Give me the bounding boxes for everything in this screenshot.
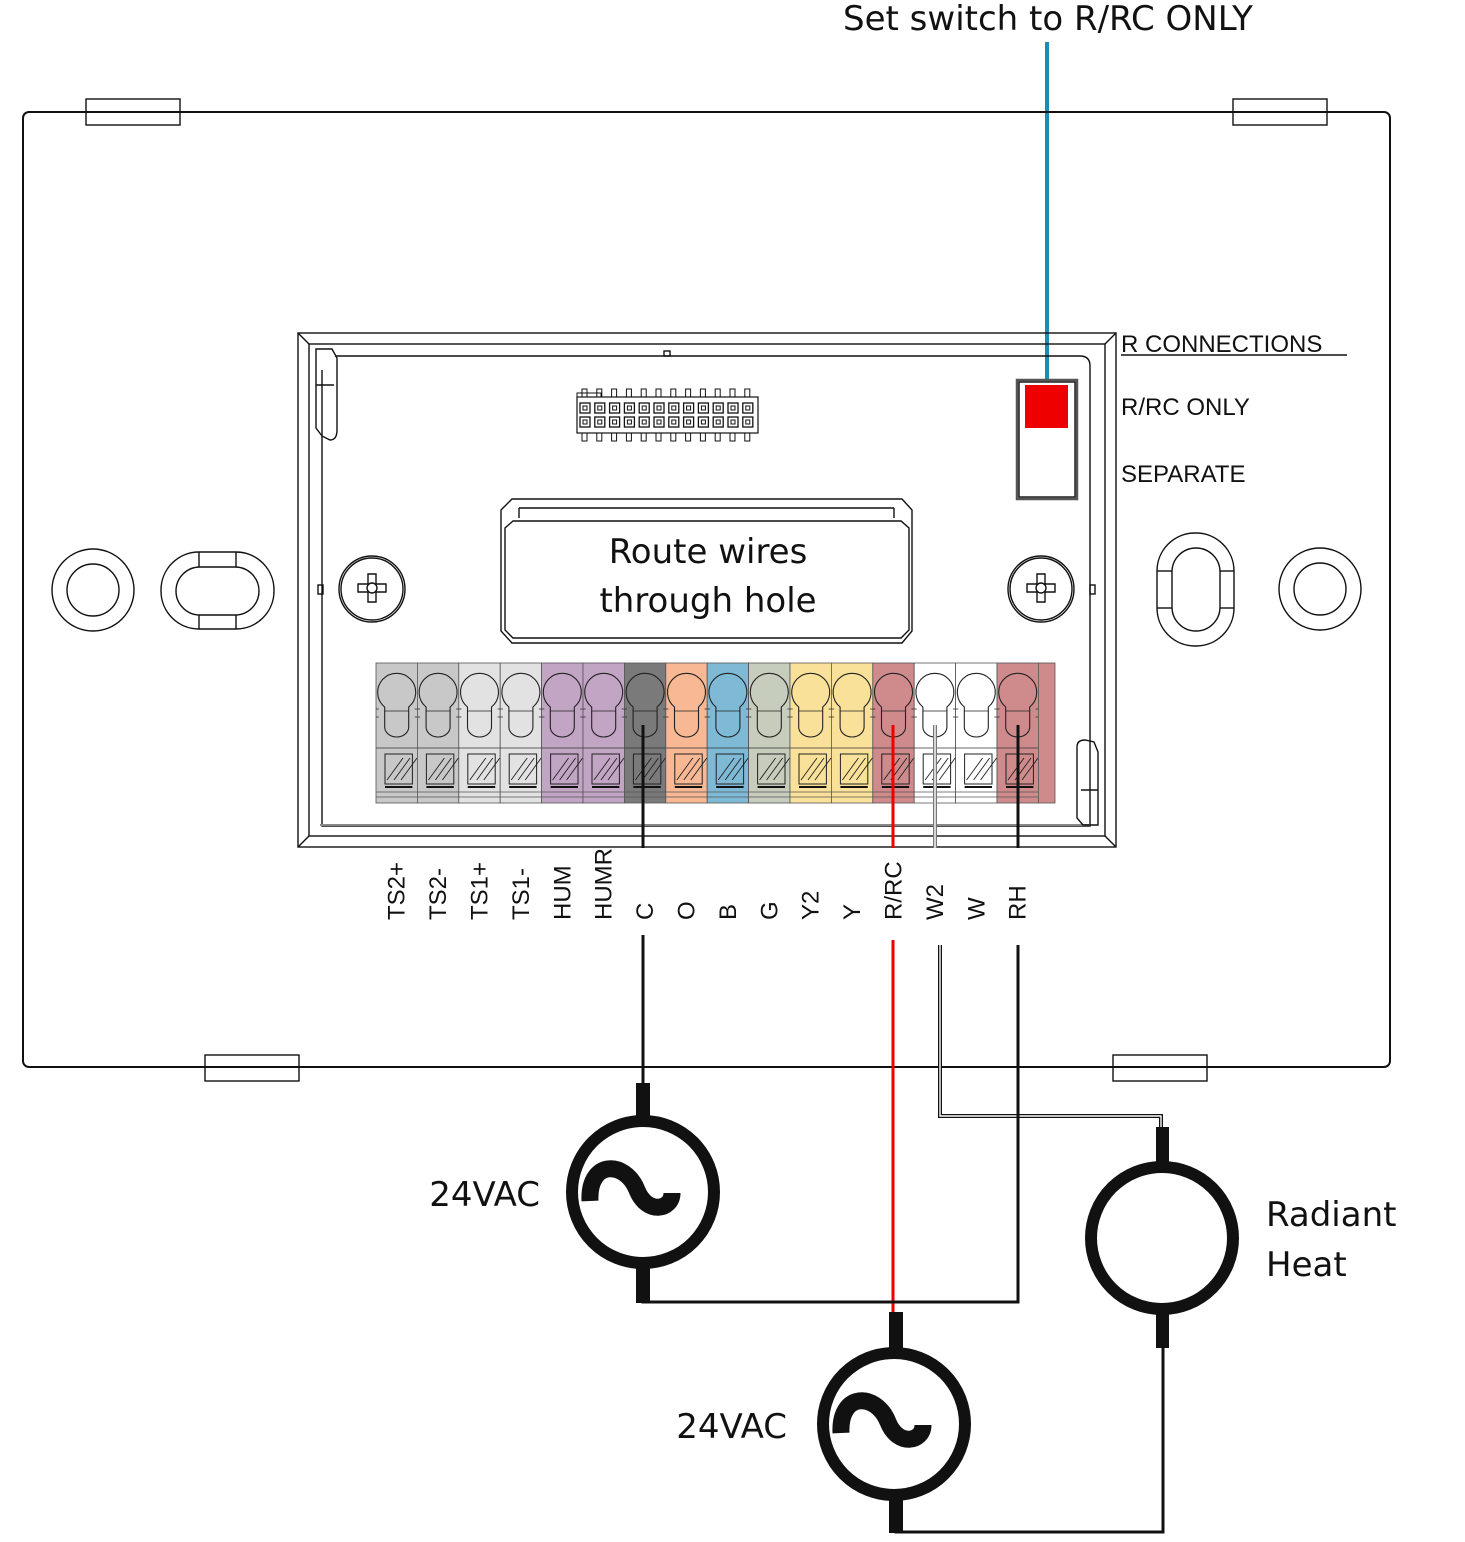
- header-pin: [638, 416, 650, 428]
- header-pin: [712, 416, 724, 428]
- terminal-b[interactable]: [706, 662, 750, 804]
- backplate-frame: [297, 332, 1117, 848]
- header-pin: [608, 416, 621, 428]
- terminal-label: Y: [839, 904, 866, 920]
- wall-plate: [22, 98, 1391, 1082]
- terminal-humr[interactable]: [582, 662, 625, 804]
- header-pin: [742, 402, 754, 414]
- terminal-label: O: [674, 901, 701, 920]
- route-wires-line1: Route wires: [609, 532, 808, 572]
- terminal-label: RH: [1005, 885, 1032, 920]
- header-pin: [594, 402, 606, 414]
- terminal-ts1-[interactable]: [458, 662, 501, 804]
- header-pin: [668, 402, 680, 414]
- wire-w2-lower: [938, 945, 1163, 1130]
- terminal-label: Y2: [798, 891, 825, 920]
- terminal-label: TS2+: [384, 862, 411, 920]
- right-round-mount-hole: [1278, 547, 1362, 631]
- terminal-r-rc[interactable]: [872, 662, 915, 804]
- terminal-w[interactable]: [955, 662, 998, 804]
- load-label-line1: Radiant: [1266, 1195, 1396, 1235]
- terminal-label: HUMR: [591, 848, 618, 920]
- top-left-tab: [85, 98, 181, 126]
- header-pin: [727, 402, 739, 414]
- header-pin: [697, 402, 710, 414]
- header-pin: [579, 402, 591, 414]
- terminal-block-end-cap: [1038, 662, 1056, 804]
- header-pin: [712, 402, 724, 414]
- load-label-line2: Heat: [1266, 1245, 1347, 1285]
- terminal-label: TS2-: [425, 868, 452, 920]
- terminal-label: HUM: [549, 865, 576, 920]
- switch-indicator: [1025, 385, 1068, 428]
- callout-text: Set switch to R/RC ONLY: [843, 0, 1253, 39]
- header-pin: [623, 402, 636, 414]
- terminal-label: B: [715, 904, 742, 920]
- wire-rh-lower: [641, 945, 1020, 1304]
- header-pin: [653, 402, 665, 414]
- terminal-label: TS1+: [467, 862, 494, 920]
- top-right-tab: [1232, 98, 1328, 126]
- wire-routing-hole: Route wires through hole: [500, 498, 913, 644]
- header-pin: [653, 416, 665, 428]
- terminal-g[interactable]: [748, 662, 791, 804]
- ac-source-2: [817, 1312, 971, 1533]
- ac-sine-icon: [581, 1160, 681, 1216]
- terminal-o[interactable]: [665, 662, 708, 804]
- terminal-hum[interactable]: [541, 662, 584, 804]
- header-pin: [682, 402, 695, 414]
- header-pin: [682, 416, 695, 428]
- ac-sine-icon: [832, 1392, 932, 1448]
- terminal-block: [375, 662, 1056, 804]
- terminal-ts1-[interactable]: [499, 662, 543, 804]
- ac-source-1: [566, 1083, 720, 1303]
- terminal-y2[interactable]: [789, 662, 832, 804]
- header-pin: [727, 416, 739, 428]
- terminal-label: C: [632, 903, 659, 920]
- route-wires-line2: through hole: [599, 581, 816, 621]
- switch-option-separate: SEPARATE: [1121, 461, 1245, 488]
- bottom-left-tab: [204, 1054, 300, 1082]
- terminal-label: W2: [922, 884, 949, 920]
- right-slot-mount-hole: [1156, 532, 1235, 647]
- left-screw-icon: [338, 555, 406, 623]
- terminal-y[interactable]: [831, 662, 874, 804]
- r-connections-switch[interactable]: [1015, 378, 1079, 501]
- source-2-label: 24VAC: [676, 1407, 787, 1447]
- terminal-ts2-[interactable]: [375, 662, 418, 804]
- switch-heading: R CONNECTIONS: [1121, 331, 1322, 358]
- header-pin: [608, 402, 621, 414]
- header-pin: [697, 416, 710, 428]
- header-pin: [638, 402, 650, 414]
- switch-option-rrc-only: R/RC ONLY: [1121, 394, 1250, 421]
- header-pin: [742, 416, 754, 428]
- header-pin: [594, 416, 606, 428]
- terminal-label: R/RC: [881, 861, 908, 920]
- terminal-label: W: [963, 897, 990, 920]
- right-screw-icon: [1007, 555, 1075, 623]
- header-pin: [668, 416, 680, 428]
- terminal-label: G: [756, 901, 783, 920]
- radiant-heat-load: [1085, 1127, 1239, 1348]
- pin-header-connector: [576, 388, 759, 442]
- terminal-label: TS1-: [508, 868, 535, 920]
- terminal-c[interactable]: [624, 662, 667, 804]
- terminal-ts2-[interactable]: [416, 662, 460, 804]
- header-pin: [579, 416, 591, 428]
- left-round-mount-hole: [51, 548, 135, 632]
- bottom-right-tab: [1112, 1054, 1208, 1082]
- left-slot-mount-hole: [160, 551, 275, 630]
- header-pin: [623, 416, 636, 428]
- source-1-label: 24VAC: [429, 1175, 540, 1215]
